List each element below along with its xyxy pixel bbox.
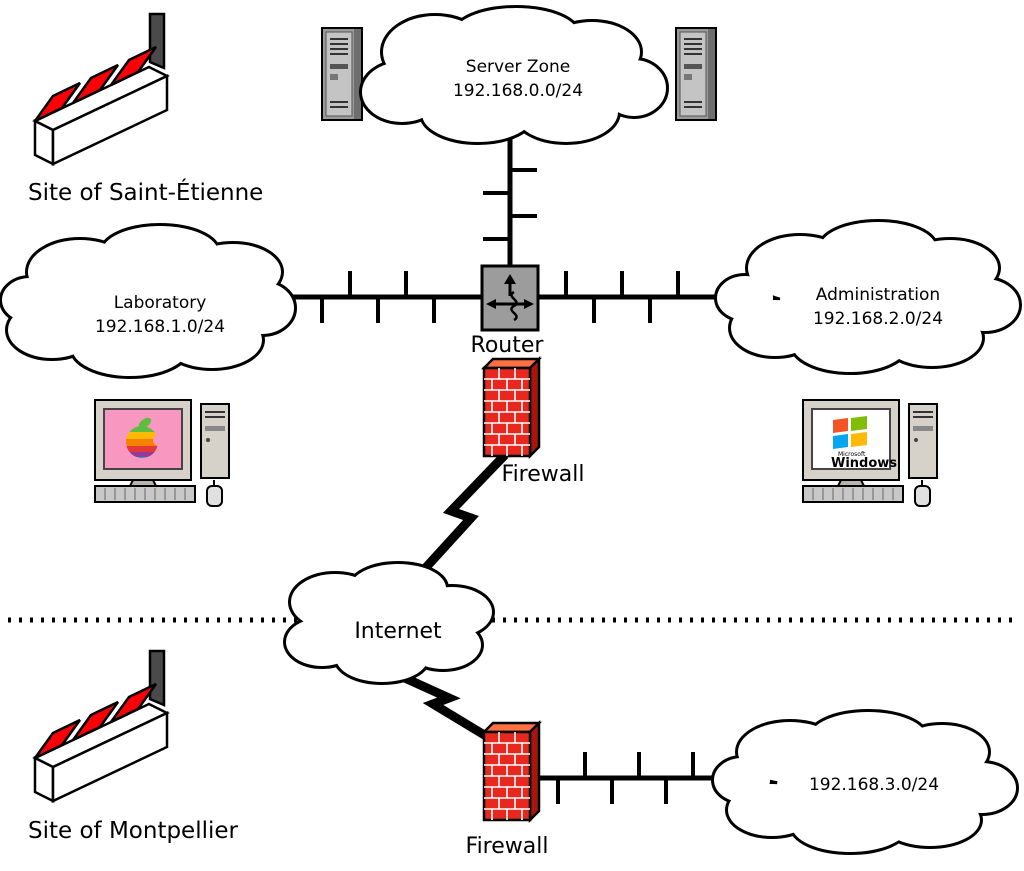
- server-zone-name: Server Zone: [466, 57, 570, 77]
- firewall-bottom-label: Firewall: [466, 834, 549, 859]
- router-label: Router: [471, 333, 545, 358]
- server-tower-left: [321, 27, 363, 121]
- montpellier-bus: [528, 752, 731, 804]
- site-montpellier-label: Site of Montpellier: [28, 818, 239, 844]
- administration-name: Administration: [816, 285, 940, 305]
- mac-screen: [103, 408, 183, 470]
- site-saint-etienne-label: Site of Saint-Étienne: [28, 178, 263, 206]
- mac-workstation: [94, 399, 230, 507]
- windows-logo-icon: [833, 416, 867, 449]
- administration-cloud: Administration 192.168.2.0/24: [717, 222, 1019, 372]
- firewall-bottom-icon: [482, 721, 541, 822]
- factory-montpellier-icon: [33, 649, 169, 803]
- server-zone-subnet: 192.168.0.0/24: [453, 81, 583, 101]
- server-zone-cloud: Server Zone 192.168.0.0/24: [362, 8, 666, 142]
- firewall-top-icon: [482, 357, 541, 458]
- laboratory-cloud: Laboratory 192.168.1.0/24: [2, 226, 294, 376]
- server-tower-right: [675, 27, 717, 121]
- internet-cloud: Internet: [286, 564, 492, 682]
- montpellier-lan-cloud: 192.168.3.0/24: [714, 712, 1016, 852]
- laboratory-subnet: 192.168.1.0/24: [95, 317, 225, 337]
- windows-brand-small: Microsoft: [838, 451, 866, 458]
- windows-workstation: Microsoft Windows: [802, 399, 938, 507]
- factory-saint-etienne-icon: [33, 12, 169, 166]
- wan-link-top: [413, 451, 509, 581]
- firewall-top-label: Firewall: [502, 462, 585, 487]
- internet-label: Internet: [354, 619, 442, 644]
- laboratory-name: Laboratory: [114, 293, 207, 313]
- wan-link-bottom: [390, 668, 493, 743]
- montpellier-lan-subnet: 192.168.3.0/24: [809, 775, 939, 795]
- administration-subnet: 192.168.2.0/24: [813, 309, 943, 329]
- windows-brand-label: Windows: [831, 456, 897, 471]
- router-icon: [480, 264, 540, 332]
- apple-logo-icon: [126, 415, 158, 458]
